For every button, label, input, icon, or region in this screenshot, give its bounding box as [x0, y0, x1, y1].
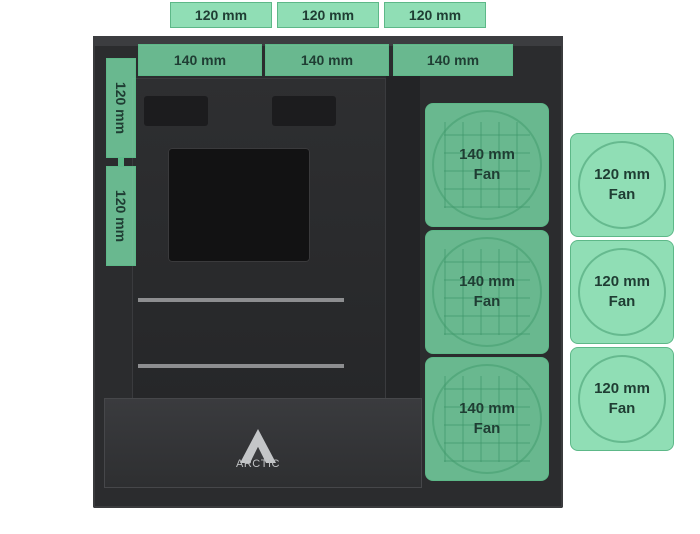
fan-word: Fan: [473, 293, 501, 310]
mounting-rail: [138, 298, 344, 302]
side-fan-120-3: 120 mm Fan: [570, 347, 674, 451]
fan-label: 140 mm: [426, 52, 480, 68]
cable-cutout: [272, 96, 336, 126]
rear-fan-120-1: 120 mm: [106, 58, 136, 158]
fan-size: 140 mm: [459, 273, 515, 290]
top-fan-140-1: 140 mm: [138, 44, 262, 76]
fan-size: 140 mm: [459, 400, 515, 417]
fan-word: Fan: [608, 400, 636, 417]
fan-label: 120 mm: [113, 189, 129, 243]
fan-label: 140 mm Fan: [459, 145, 515, 185]
top-fan-140-3: 140 mm: [393, 44, 513, 76]
fan-ring-icon: [578, 141, 666, 229]
fan-label: 140 mm Fan: [459, 399, 515, 439]
side-fan-120-1: 120 mm Fan: [570, 133, 674, 237]
fan-label: 120 mm: [408, 7, 462, 23]
cable-cutout: [144, 96, 208, 126]
fan-grille-icon: [432, 364, 542, 474]
top-fan-120-2: 120 mm: [277, 2, 379, 28]
top-fan-120-1: 120 mm: [170, 2, 272, 28]
fan-size: 120 mm: [594, 380, 650, 397]
fan-mount-notch: [118, 158, 124, 166]
fan-size: 120 mm: [594, 166, 650, 183]
front-fan-140-3: 140 mm Fan: [425, 357, 549, 481]
fan-word: Fan: [608, 293, 636, 310]
fan-word: Fan: [473, 420, 501, 437]
cpu-cutout: [168, 148, 310, 262]
arctic-logo-icon: [240, 429, 276, 463]
front-fan-140-1: 140 mm Fan: [425, 103, 549, 227]
top-fan-120-3: 120 mm: [384, 2, 486, 28]
rear-fan-120-2: 120 mm: [106, 166, 136, 266]
fan-label: 120 mm: [113, 81, 129, 135]
side-fan-120-2: 120 mm Fan: [570, 240, 674, 344]
fan-label: 120 mm Fan: [594, 379, 650, 419]
fan-size: 120 mm: [594, 273, 650, 290]
mounting-rail: [138, 364, 344, 368]
front-panel-frame: [386, 76, 420, 398]
fan-grille-icon: [432, 237, 542, 347]
fan-label: 140 mm: [300, 52, 354, 68]
fan-label: 120 mm: [301, 7, 355, 23]
fan-label: 120 mm: [194, 7, 248, 23]
fan-label: 120 mm Fan: [594, 272, 650, 312]
fan-ring-icon: [578, 248, 666, 336]
fan-word: Fan: [608, 186, 636, 203]
brand-name: ARCTIC: [236, 458, 280, 470]
fan-label: 140 mm Fan: [459, 272, 515, 312]
fan-label: 120 mm Fan: [594, 165, 650, 205]
fan-word: Fan: [473, 166, 501, 183]
fan-grille-icon: [432, 110, 542, 220]
front-fan-140-2: 140 mm Fan: [425, 230, 549, 354]
fan-size: 140 mm: [459, 146, 515, 163]
top-fan-140-2: 140 mm: [265, 44, 389, 76]
fan-ring-icon: [578, 355, 666, 443]
case-top-panel: [93, 36, 563, 46]
fan-label: 140 mm: [173, 52, 227, 68]
